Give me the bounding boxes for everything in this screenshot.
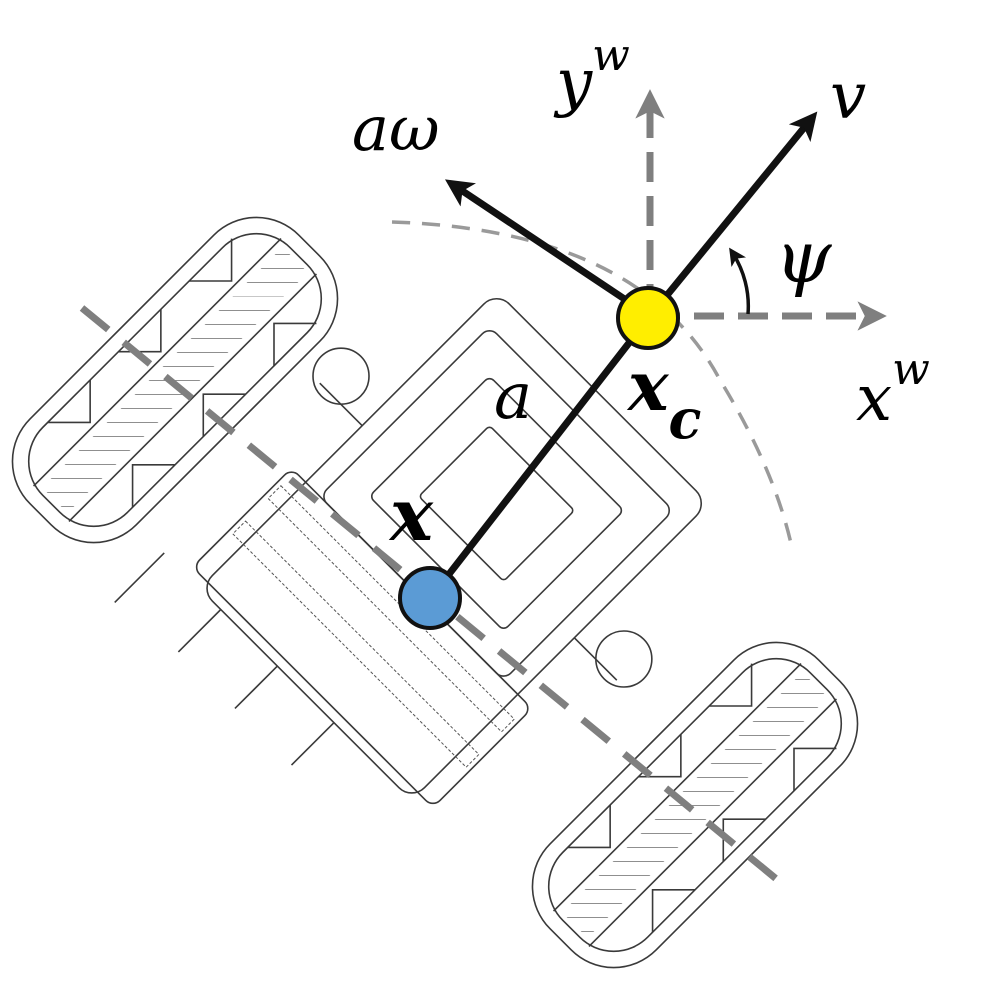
x-world-label: xw [856,344,930,436]
robot-point-label: x [388,472,434,557]
offset-line [429,313,653,599]
lateral-vector [445,179,652,319]
velocity-vector [647,111,818,319]
velocity-label: v [830,60,866,134]
lateral-label: aω [352,92,440,165]
control-point-label: xc [626,347,701,451]
heading-angle-arc [729,247,751,315]
robot-wheel-left [11,216,339,544]
offset-label: a [494,360,532,434]
robot-wheel-right [531,641,859,969]
robot-center-point [398,566,462,630]
y-world-label: yw [553,30,630,120]
trajectory-arc [391,220,794,549]
heading-label: ψ [775,215,833,299]
control-point [616,286,680,350]
